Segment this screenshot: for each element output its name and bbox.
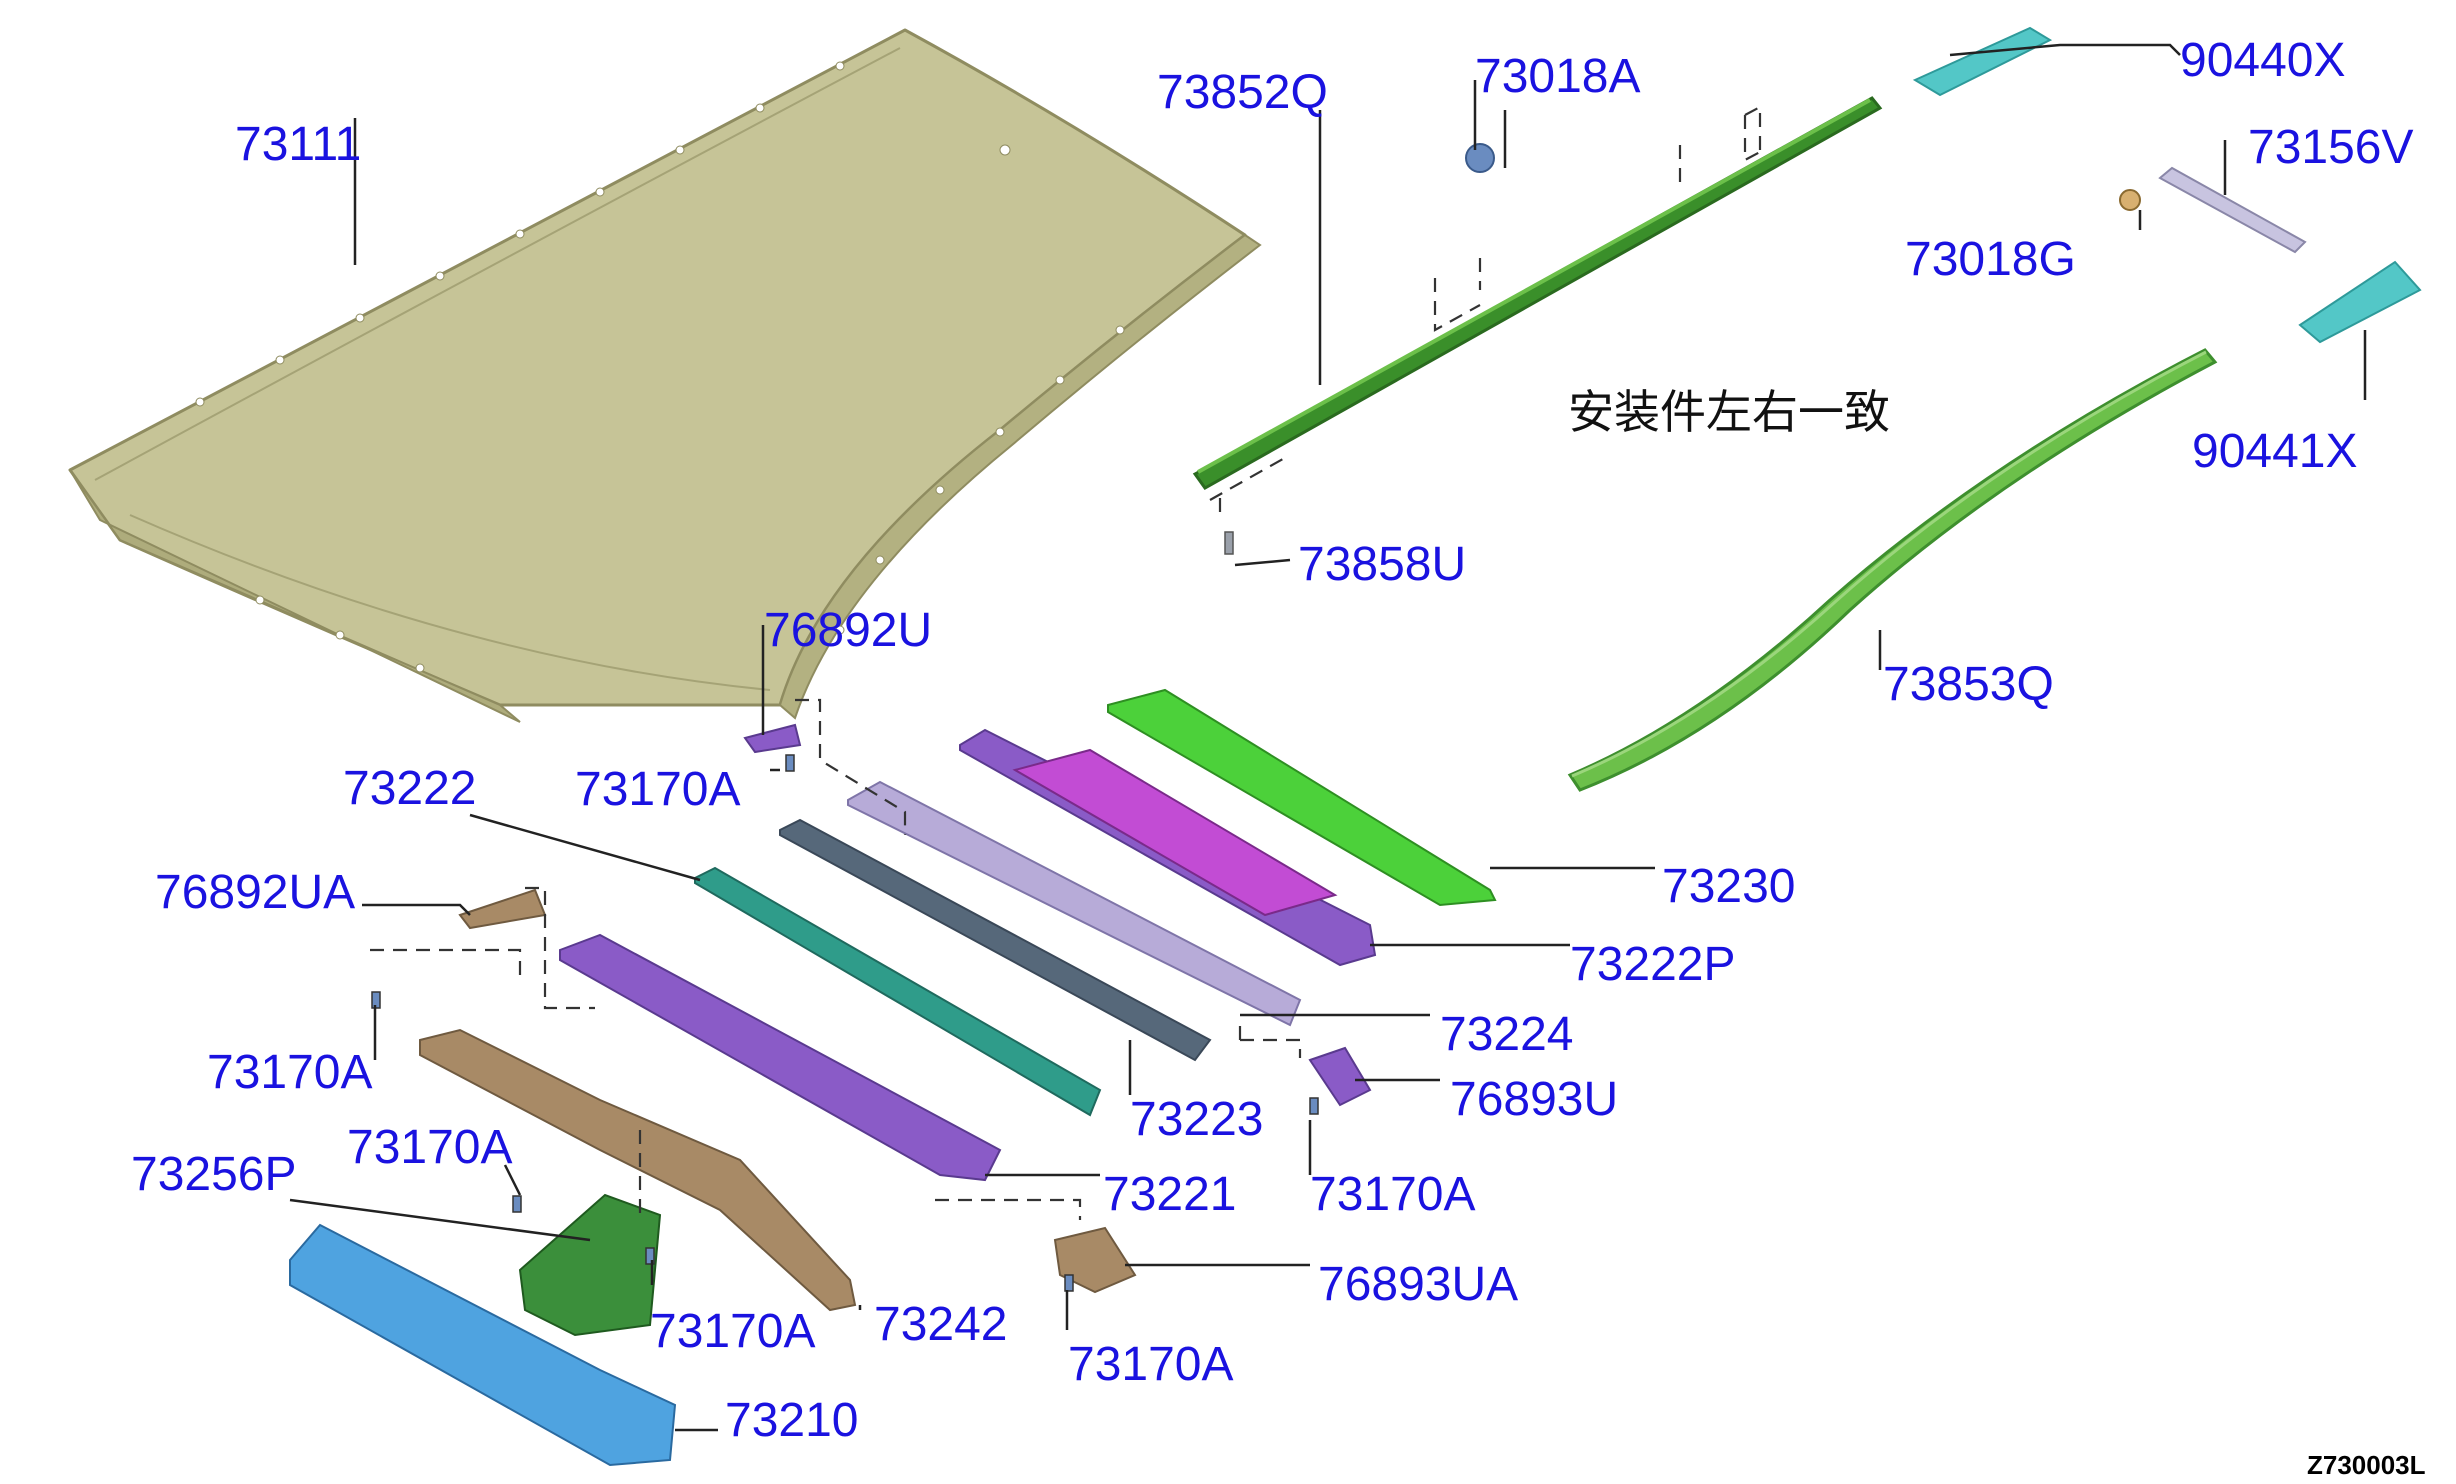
front-header-73242: [419, 1028, 857, 1312]
label-73256P: 73256P: [131, 1148, 297, 1201]
rail-bracket-dashes: [1209, 105, 1762, 520]
label-76893UA: 76893UA: [1318, 1258, 1518, 1311]
install-note: 安装件左右一致: [1568, 385, 1890, 439]
front-panel-73210: [289, 1223, 677, 1467]
bolt-73858U: [1224, 531, 1234, 555]
label-73222: 73222: [343, 762, 476, 815]
fastener-group: [371, 754, 1319, 1292]
label-76893U: 76893U: [1450, 1073, 1618, 1126]
label-73210: 73210: [725, 1394, 858, 1447]
label-73156V: 73156V: [2248, 121, 2414, 174]
roof-panel-73111: [68, 28, 1262, 723]
bracket-76892U: [743, 723, 802, 754]
roof-bow-73223: [779, 818, 1212, 1062]
label-73224: 73224: [1440, 1008, 1573, 1061]
label-73170A-2: 73170A: [207, 1046, 373, 1099]
label-73242: 73242: [874, 1298, 1007, 1351]
clip-73018G: [2119, 189, 2141, 211]
label-73018A: 73018A: [1475, 50, 1641, 103]
roof-bow-73221: [559, 933, 1002, 1182]
label-73221: 73221: [1103, 1168, 1236, 1221]
label-73170A-3: 73170A: [347, 1121, 513, 1174]
roof-bow-73230: [1107, 688, 1497, 907]
label-90441X: 90441X: [2192, 425, 2358, 478]
label-73170A-5: 73170A: [650, 1305, 816, 1358]
bracket-73256P: [518, 1193, 662, 1337]
bracket-76893UA: [1053, 1226, 1137, 1294]
end-cover-90441X: [2298, 260, 2422, 344]
label-90440X: 90440X: [2180, 34, 2346, 87]
bracket-76893U: [1308, 1046, 1372, 1107]
label-73018G: 73018G: [1905, 233, 2076, 286]
label-73170A-1: 73170A: [575, 763, 741, 816]
label-76892U: 76892U: [764, 604, 932, 657]
roof-rail-73853Q: [1567, 348, 2218, 792]
diagram-code: Z730003L: [2307, 1450, 2426, 1480]
roof-rail-73852Q: [1192, 96, 1883, 490]
label-73170A-6: 73170A: [1068, 1338, 1234, 1391]
moulding-73156V: [2158, 166, 2307, 254]
roof-bow-73224: [847, 780, 1302, 1027]
clip-73018A: [1465, 143, 1495, 173]
label-73852Q: 73852Q: [1157, 66, 1328, 119]
label-76892UA: 76892UA: [155, 866, 355, 919]
roof-bow-73222P: [959, 728, 1377, 967]
label-73111: 73111: [235, 118, 361, 171]
label-73853Q: 73853Q: [1883, 658, 2054, 711]
label-73170A-4: 73170A: [1310, 1168, 1476, 1221]
label-73858U: 73858U: [1298, 538, 1466, 591]
bracket-76892UA: [458, 888, 547, 930]
roof-bow-73222: [694, 866, 1102, 1117]
label-73230: 73230: [1662, 860, 1795, 913]
label-73222P: 73222P: [1570, 938, 1736, 991]
assembly-dashes: [370, 698, 1302, 1220]
leader-lines: [289, 43, 2367, 1432]
end-cover-90440X: [1912, 26, 2053, 97]
label-73223: 73223: [1130, 1093, 1263, 1146]
